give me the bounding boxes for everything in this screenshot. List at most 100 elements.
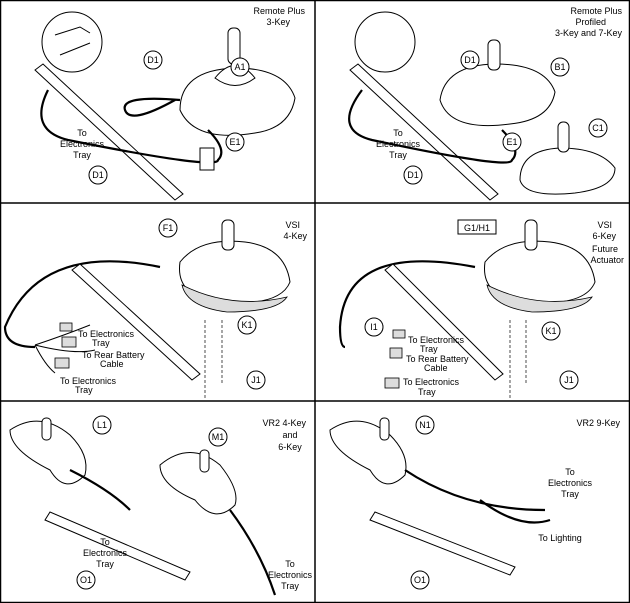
callout-c1: C1: [588, 118, 608, 138]
note-text: Cable: [100, 359, 124, 369]
svg-text:E1: E1: [506, 137, 517, 147]
svg-text:G1/H1: G1/H1: [464, 223, 490, 233]
panel-title: 3-Key: [266, 17, 290, 27]
panel-title: Remote Plus: [253, 6, 305, 16]
svg-text:M1: M1: [212, 432, 225, 442]
callout-d1-bar: D1: [403, 165, 423, 185]
note-text: To Rear Battery: [406, 354, 469, 364]
svg-text:D1: D1: [407, 170, 419, 180]
svg-text:J1: J1: [564, 375, 574, 385]
detail-inset: [354, 11, 416, 73]
joystick-a1: [179, 67, 296, 136]
panel-title: 6-Key: [592, 231, 616, 241]
callout-d1-bar: D1: [88, 165, 108, 185]
note-text: Electronics: [376, 139, 421, 149]
joystick-c1: [519, 147, 616, 195]
note-text: Cable: [424, 363, 448, 373]
svg-text:D1: D1: [147, 55, 159, 65]
note-text: Electronics: [60, 139, 105, 149]
panel-vsi-4-key: VSI 4-Key To Electronics Tray To Rear Ba…: [3, 218, 307, 400]
panel-title: Remote Plus: [570, 6, 622, 16]
svg-text:I1: I1: [370, 322, 378, 332]
svg-text:K1: K1: [545, 326, 556, 336]
svg-text:O1: O1: [414, 575, 426, 585]
note-text: Tray: [96, 559, 114, 569]
callout-f1: F1: [158, 218, 178, 238]
note-text: To: [393, 128, 403, 138]
mounting-bar: [44, 511, 191, 581]
panel-title: 4-Key: [283, 231, 307, 241]
svg-text:F1: F1: [163, 223, 174, 233]
note-text: Tray: [420, 344, 438, 354]
panel-remote-plus-profiled: Remote Plus Profiled 3-Key and 7-Key To …: [348, 6, 623, 201]
svg-text:K1: K1: [241, 320, 252, 330]
callout-o1: O1: [76, 570, 96, 590]
note-text: To: [77, 128, 87, 138]
note-text: To: [100, 537, 110, 547]
callout-b1: B1: [550, 57, 570, 77]
svg-text:O1: O1: [80, 575, 92, 585]
callout-i1: I1: [364, 317, 384, 337]
note-text: To Rear Battery: [82, 350, 145, 360]
svg-text:D1: D1: [464, 55, 476, 65]
callout-k1: K1: [237, 315, 257, 335]
note-text: Electronics: [268, 570, 313, 580]
note-text: Electronics: [83, 548, 128, 558]
note-text: Tray: [75, 385, 93, 395]
callout-e1: E1: [225, 132, 245, 152]
panel-title: Actuator: [590, 255, 624, 265]
note-text: Tray: [418, 387, 436, 397]
mounting-bar: [34, 63, 184, 201]
panel-title: VSI: [597, 220, 612, 230]
callout-l1: L1: [92, 415, 112, 435]
callout-m1: M1: [208, 427, 228, 447]
callout-a1: A1: [230, 57, 250, 77]
note-text: To Lighting: [538, 533, 582, 543]
callout-g1-h1: G1/H1: [457, 219, 497, 235]
mounting-bar: [71, 263, 201, 381]
svg-text:C1: C1: [592, 123, 604, 133]
note-text: To Electronics: [408, 335, 465, 345]
panel-title: and: [282, 430, 297, 440]
panel-remote-plus-3-key: Remote Plus 3-Key To Electronics Tray D1…: [34, 6, 305, 201]
callout-k1: K1: [541, 321, 561, 341]
note-text: To Electronics: [60, 376, 117, 386]
note-text: Tray: [561, 489, 579, 499]
panel-title: 6-Key: [278, 442, 302, 452]
mounting-bar: [369, 511, 516, 576]
panel-title: Profiled: [575, 17, 606, 27]
panel-title: VSI: [285, 220, 300, 230]
note-text: To Electronics: [78, 329, 135, 339]
callout-j1: J1: [559, 370, 579, 390]
callout-j1: J1: [246, 370, 266, 390]
panel-title: 3-Key and 7-Key: [555, 28, 623, 38]
mounting-bar: [384, 263, 504, 381]
callout-d1: D1: [143, 50, 163, 70]
callout-e1: E1: [502, 132, 522, 152]
note-text: Tray: [73, 150, 91, 160]
joystick-m1: [159, 452, 237, 515]
svg-text:D1: D1: [92, 170, 104, 180]
panel-title: VR2 4-Key: [262, 418, 306, 428]
callout-o1: O1: [410, 570, 430, 590]
note-text: Tray: [389, 150, 407, 160]
panel-vsi-6-key: VSI 6-Key Future Actuator To Electronics…: [338, 219, 624, 400]
note-text: Tray: [281, 581, 299, 591]
svg-text:J1: J1: [251, 375, 261, 385]
note-text: Electronics: [548, 478, 593, 488]
svg-text:N1: N1: [419, 420, 431, 430]
note-text: To Electronics: [403, 377, 460, 387]
svg-text:A1: A1: [234, 62, 245, 72]
callout-n1: N1: [415, 415, 435, 435]
joystick-b1: [439, 63, 556, 127]
svg-text:E1: E1: [229, 137, 240, 147]
note-text: To: [285, 559, 295, 569]
callout-d1: D1: [460, 50, 480, 70]
svg-text:L1: L1: [97, 420, 107, 430]
note-text: Tray: [92, 338, 110, 348]
joystick-n1: [329, 420, 407, 485]
detail-inset: [41, 11, 103, 73]
panel-title: Future: [592, 244, 618, 254]
panel-vr2-9-key: VR2 9-Key To Electronics Tray To Lightin…: [329, 415, 620, 590]
